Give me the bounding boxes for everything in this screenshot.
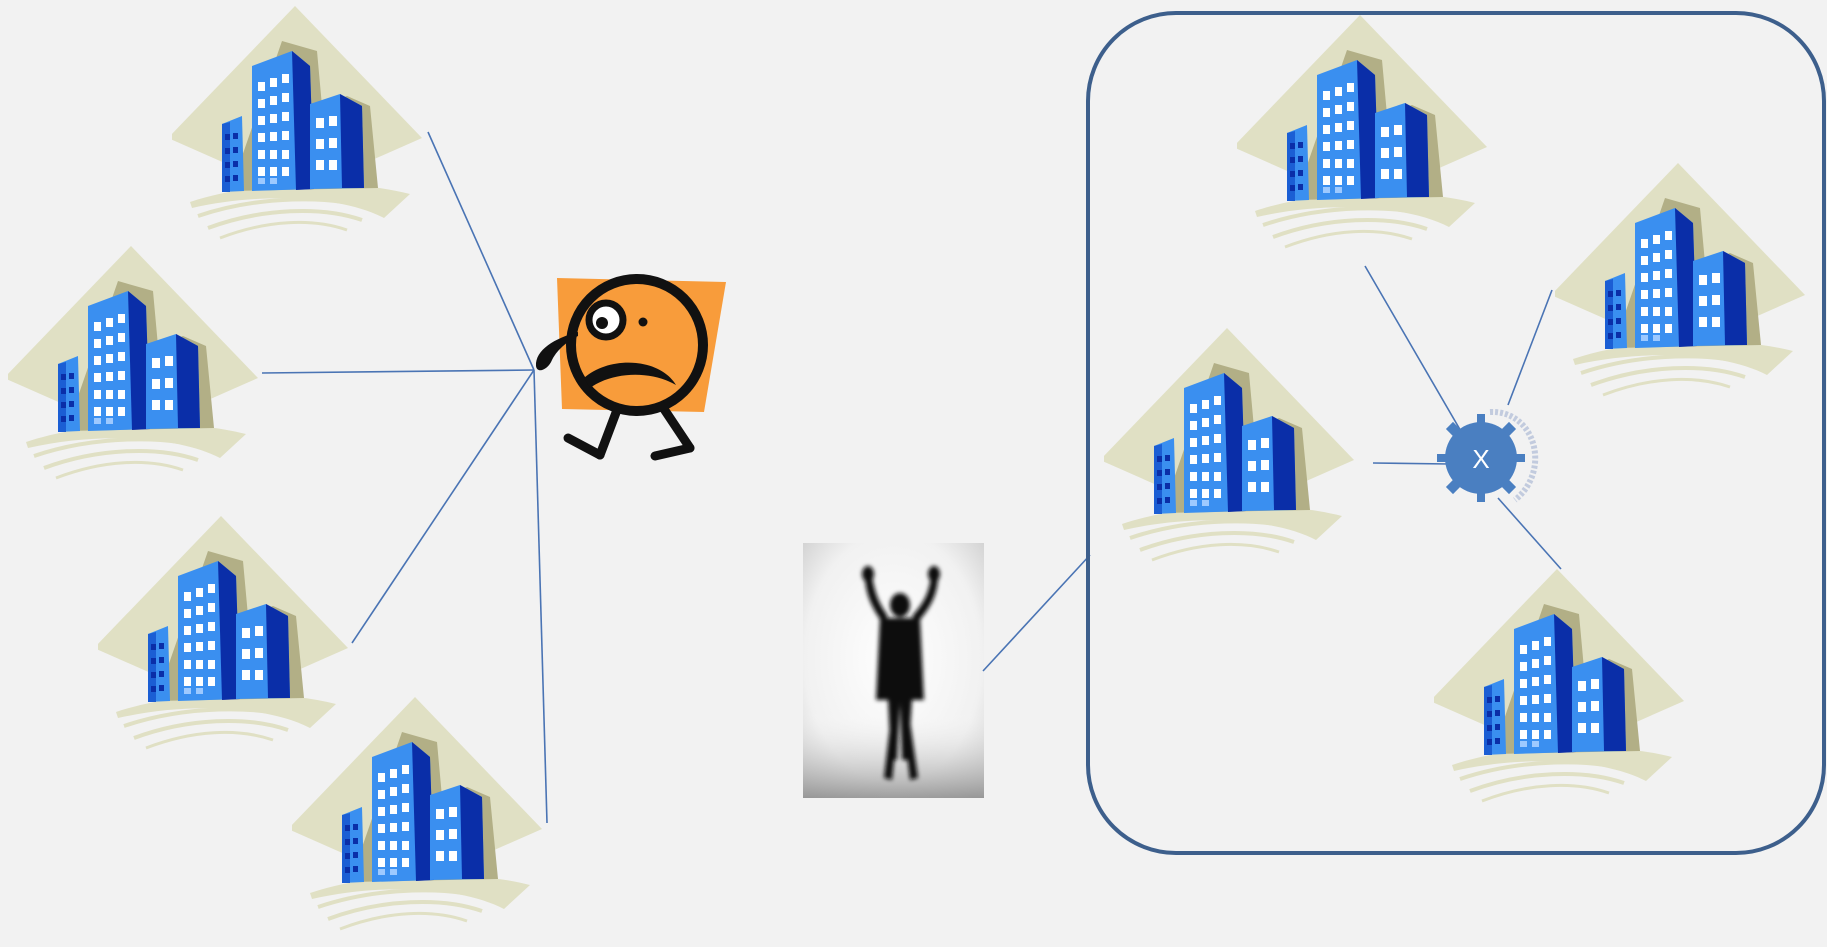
building-icon [288,697,542,929]
building-icon [168,6,422,238]
connector-line [262,370,534,373]
building-icon [1551,163,1805,395]
stressed-person-icon [536,278,726,456]
building-icon [1100,328,1354,560]
hub-label: X [1472,444,1489,474]
hub-connectors [1365,266,1561,569]
connector-line [1365,266,1462,433]
connector-line [1498,498,1561,569]
connector-line [352,370,534,643]
gear-hub-icon: X [1437,412,1535,502]
building-icon [1233,15,1487,247]
building-icon [94,516,348,748]
connector-line [983,555,1090,671]
building-icon [4,246,258,478]
celebrating-person-silhouette [803,543,984,798]
connector-line [1508,290,1552,405]
building-icon [1430,569,1684,801]
connector-line [1373,463,1450,464]
connector-line [428,132,534,370]
connector-line [534,370,547,823]
